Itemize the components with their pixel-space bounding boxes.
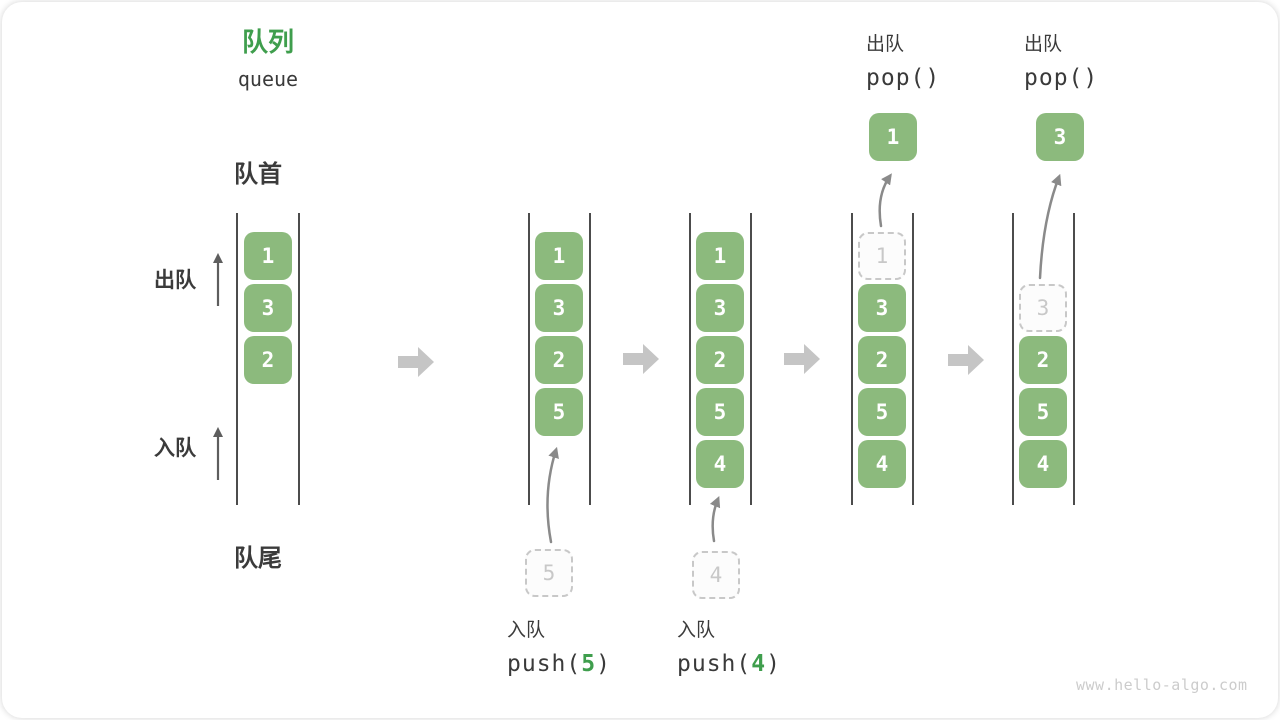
queue-wall-left <box>851 213 853 505</box>
queue-item-box: 5 <box>858 388 906 436</box>
queue-item-box: 5 <box>1019 388 1067 436</box>
code-arg: 4 <box>751 650 767 677</box>
queue-wall-left <box>1012 213 1014 505</box>
code-post: ) <box>766 650 781 677</box>
code-arg: 5 <box>581 650 597 677</box>
op-action-label: 出队 <box>866 33 905 55</box>
label-enqueue-side: 入队 <box>154 436 196 460</box>
label-queue-rear: 队尾 <box>234 544 282 572</box>
code-pre: push( <box>507 650 582 677</box>
queue-item-box: 3 <box>858 284 906 332</box>
queue-item-box: 3 <box>696 284 744 332</box>
popped-item-box: 1 <box>869 113 917 161</box>
incoming-item-box: 5 <box>525 549 573 597</box>
op-code-label: push(5) <box>507 651 657 677</box>
transition-arrow-icon <box>398 345 434 379</box>
title-zh: 队列 <box>241 28 294 58</box>
transition-arrow-icon <box>623 342 659 376</box>
pop-op-label-2: 出队 pop() <box>1024 33 1174 91</box>
queue-wall-left <box>236 213 238 505</box>
queue-wall-right <box>1073 213 1075 505</box>
queue-item-box: 4 <box>1019 440 1067 488</box>
transition-arrow-icon <box>784 342 820 376</box>
queue-wall-left <box>689 213 691 505</box>
queue-item-box: 2 <box>1019 336 1067 384</box>
queue-item-box: 5 <box>535 388 583 436</box>
queue-item-box: 5 <box>696 388 744 436</box>
op-code-label: pop() <box>866 64 941 91</box>
queue-wall-right <box>589 213 591 505</box>
op-code-label: push(4) <box>677 651 827 677</box>
transition-arrow-icon <box>948 343 984 377</box>
watermark: www.hello-algo.com <box>1076 676 1248 694</box>
queue-wall-right <box>750 213 752 505</box>
queue-item-box: 3 <box>244 284 292 332</box>
queue-item-box: 4 <box>696 440 744 488</box>
pop-op-label-1: 出队 pop() <box>866 33 1016 91</box>
queue-wall-right <box>912 213 914 505</box>
title-en: queue <box>237 67 299 92</box>
queue-item-box: 1 <box>696 232 744 280</box>
queue-item-box: 1 <box>535 232 583 280</box>
popped-item-box: 3 <box>1036 113 1084 161</box>
label-dequeue-side: 出队 <box>154 268 196 292</box>
ghost-item-box: 3 <box>1019 284 1067 332</box>
queue-item-box: 2 <box>244 336 292 384</box>
queue-wall-right <box>298 213 300 505</box>
op-code-label: pop() <box>1024 64 1099 91</box>
code-post: ) <box>596 650 611 677</box>
queue-item-box: 4 <box>858 440 906 488</box>
code-pre: push( <box>677 650 752 677</box>
ghost-item-box: 1 <box>858 232 906 280</box>
queue-item-box: 2 <box>535 336 583 384</box>
figure-title: 队列 queue <box>227 28 309 91</box>
push-op-label-2: 入队 push(4) <box>677 619 827 677</box>
incoming-item-box: 4 <box>692 551 740 599</box>
queue-item-box: 3 <box>535 284 583 332</box>
queue-item-box: 1 <box>244 232 292 280</box>
op-action-label: 入队 <box>507 619 546 641</box>
op-action-label: 出队 <box>1024 33 1063 55</box>
op-action-label: 入队 <box>677 619 716 641</box>
push-op-label-1: 入队 push(5) <box>507 619 657 677</box>
queue-item-box: 2 <box>696 336 744 384</box>
queue-wall-left <box>528 213 530 505</box>
queue-item-box: 2 <box>858 336 906 384</box>
label-queue-front: 队首 <box>234 160 282 188</box>
